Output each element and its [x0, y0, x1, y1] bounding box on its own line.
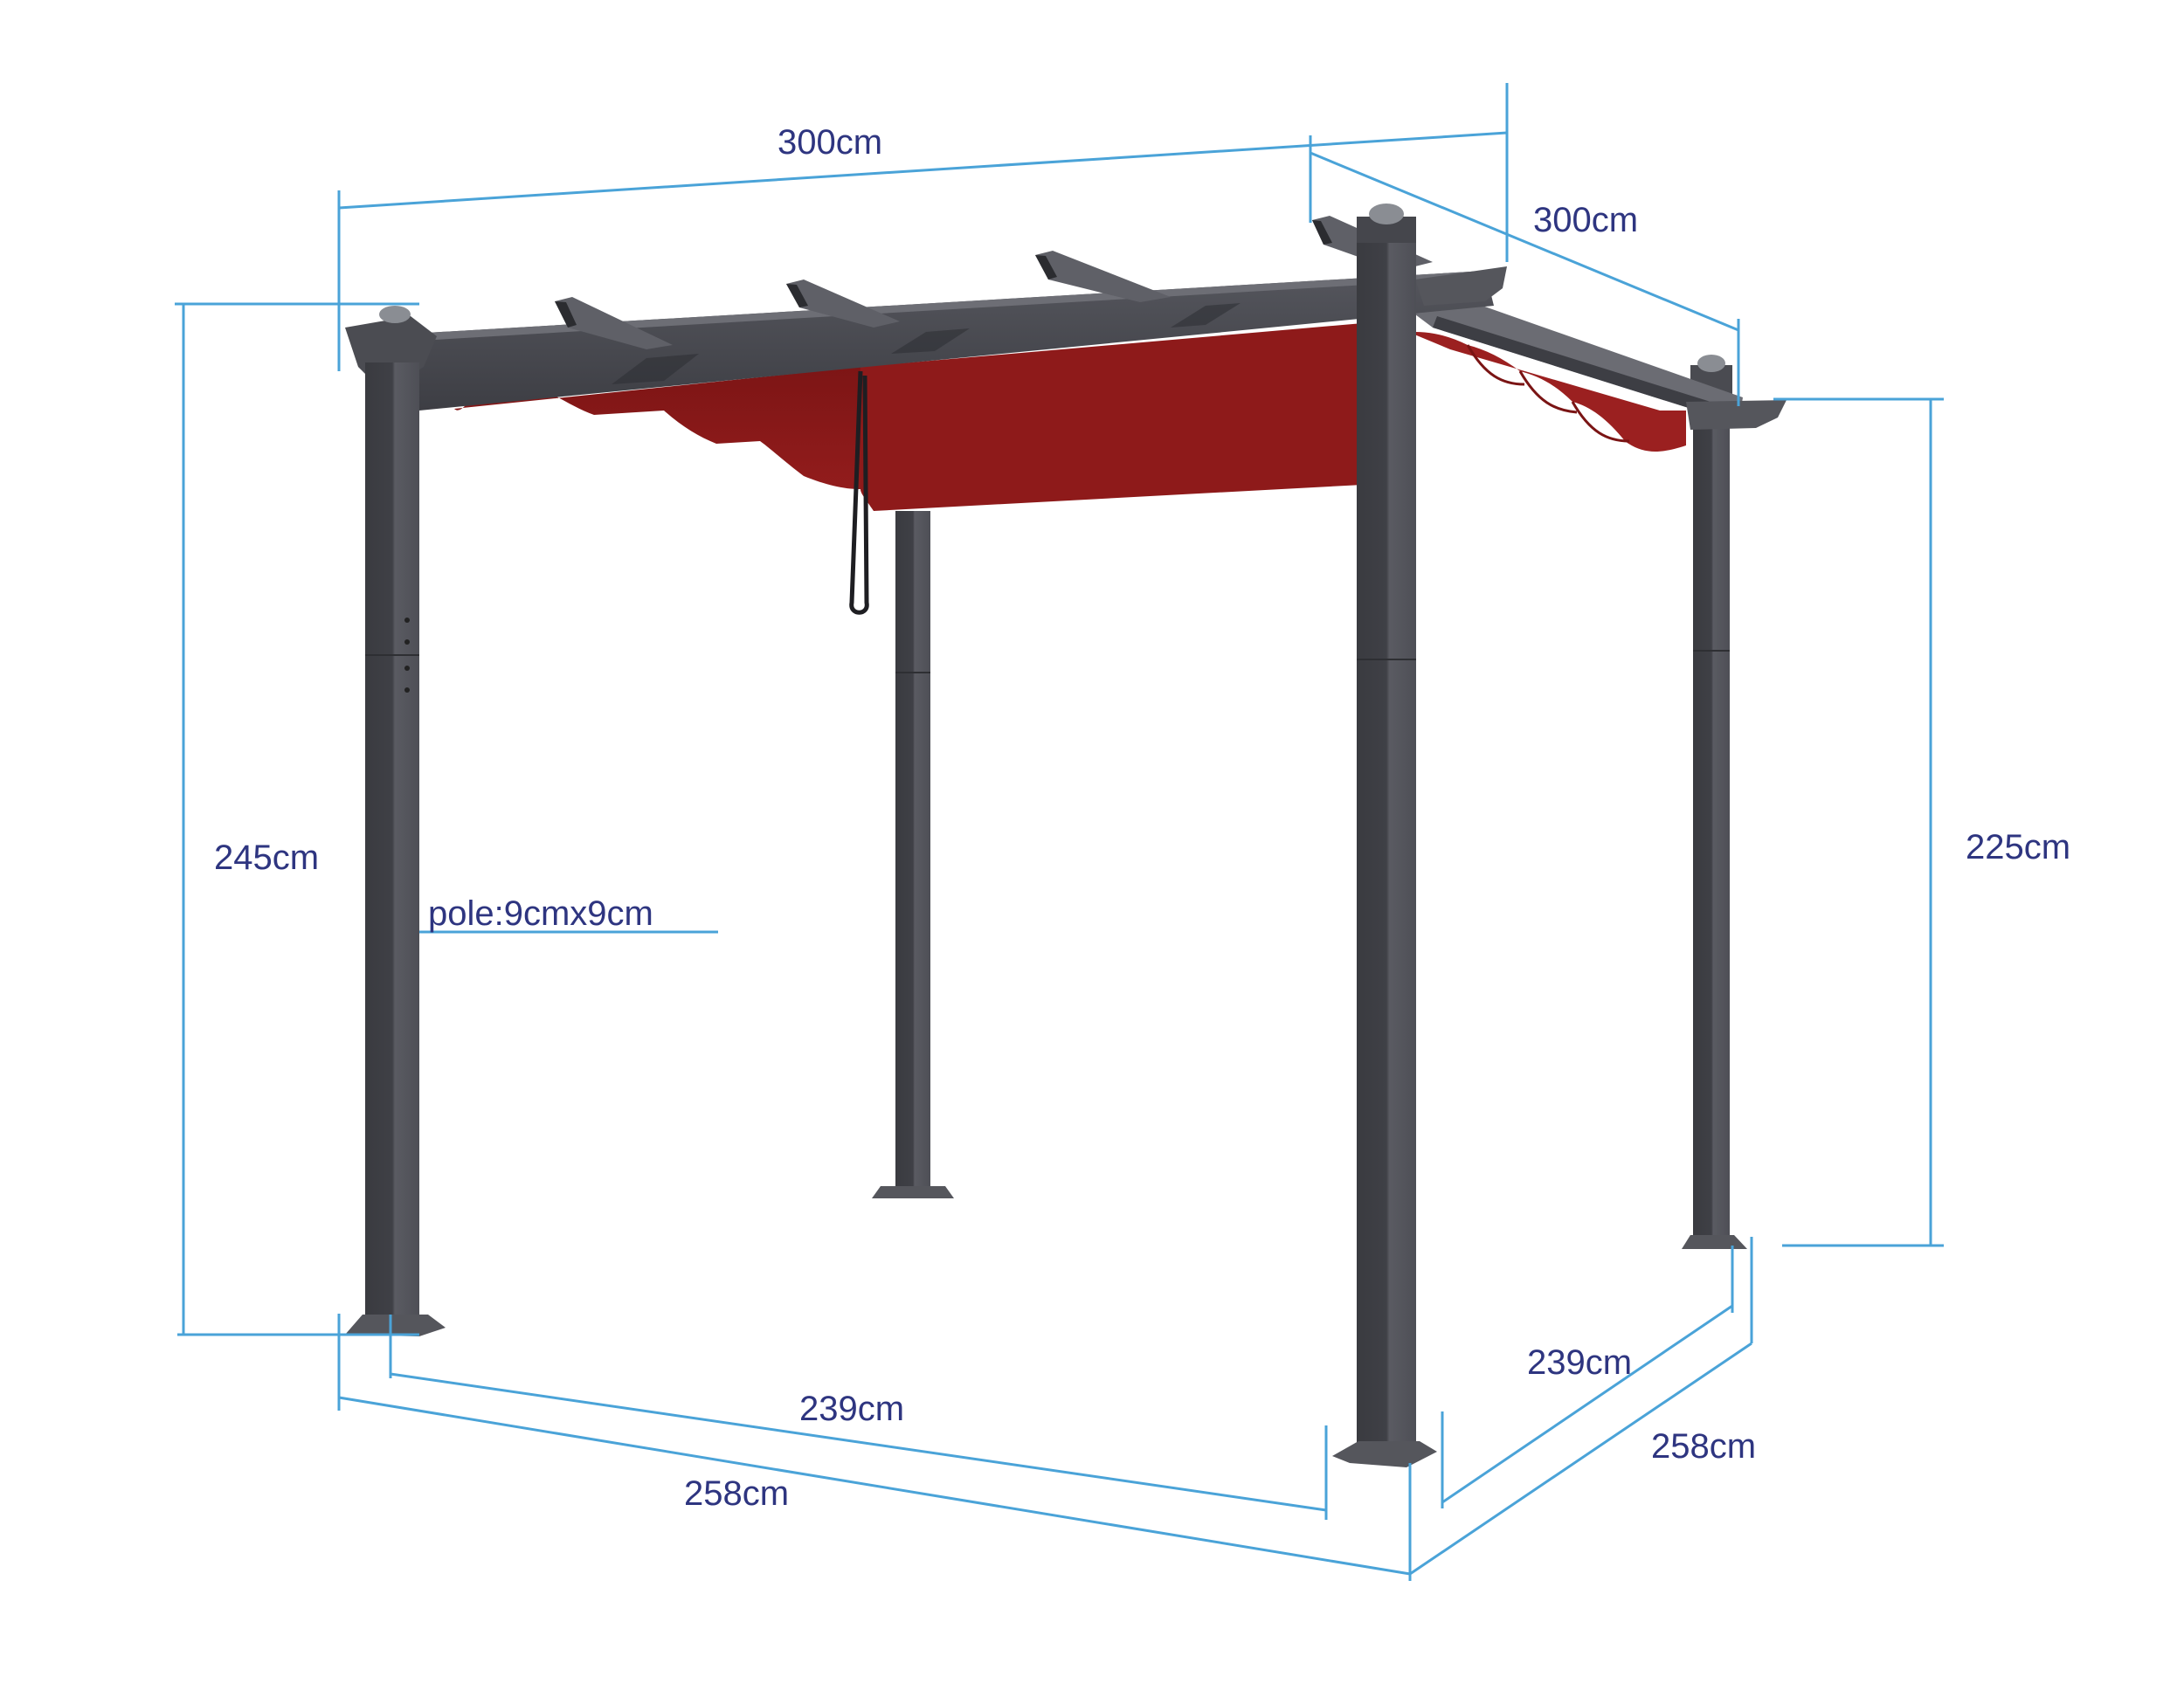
label-front-inner: 239cm: [798, 1390, 905, 1428]
label-top-width: 300cm: [777, 123, 883, 162]
dim-line-left-height: [175, 302, 419, 1336]
dim-line-top-width: [337, 83, 1509, 371]
rafter-1: [555, 297, 673, 349]
rafter-2: [786, 280, 900, 328]
pull-strap: [849, 370, 869, 615]
dim-line-right-height: [1773, 397, 1944, 1247]
dim-line-top-depth: [1309, 135, 1740, 406]
front-right-post: [1332, 204, 1437, 1467]
back-left-post: [872, 511, 954, 1198]
canopy-fabric: [454, 323, 1686, 511]
label-right-height: 225cm: [1965, 828, 2071, 866]
back-right-post: [1682, 355, 1747, 1249]
dim-line-front-outer: [337, 1314, 1412, 1581]
dim-line-front-inner: [389, 1315, 1328, 1520]
label-left-height: 245cm: [213, 839, 320, 877]
dim-line-side-inner: [1441, 1246, 1734, 1508]
dimension-lines: [175, 83, 1944, 1581]
rafter-3: [1035, 251, 1171, 302]
label-pole-size: pole:9cmx9cm: [428, 894, 653, 933]
bracket-front-right: [1415, 266, 1507, 306]
dim-line-side-outer: [1409, 1237, 1753, 1576]
front-beam: [367, 271, 1494, 411]
side-beam-right: [1398, 288, 1743, 424]
label-side-inner: 239cm: [1526, 1343, 1633, 1382]
label-front-outer: 258cm: [683, 1474, 790, 1513]
label-side-outer: 258cm: [1650, 1427, 1757, 1466]
front-left-post: [345, 362, 446, 1336]
label-top-depth: 300cm: [1532, 201, 1639, 239]
bracket-back-right: [1686, 400, 1787, 430]
